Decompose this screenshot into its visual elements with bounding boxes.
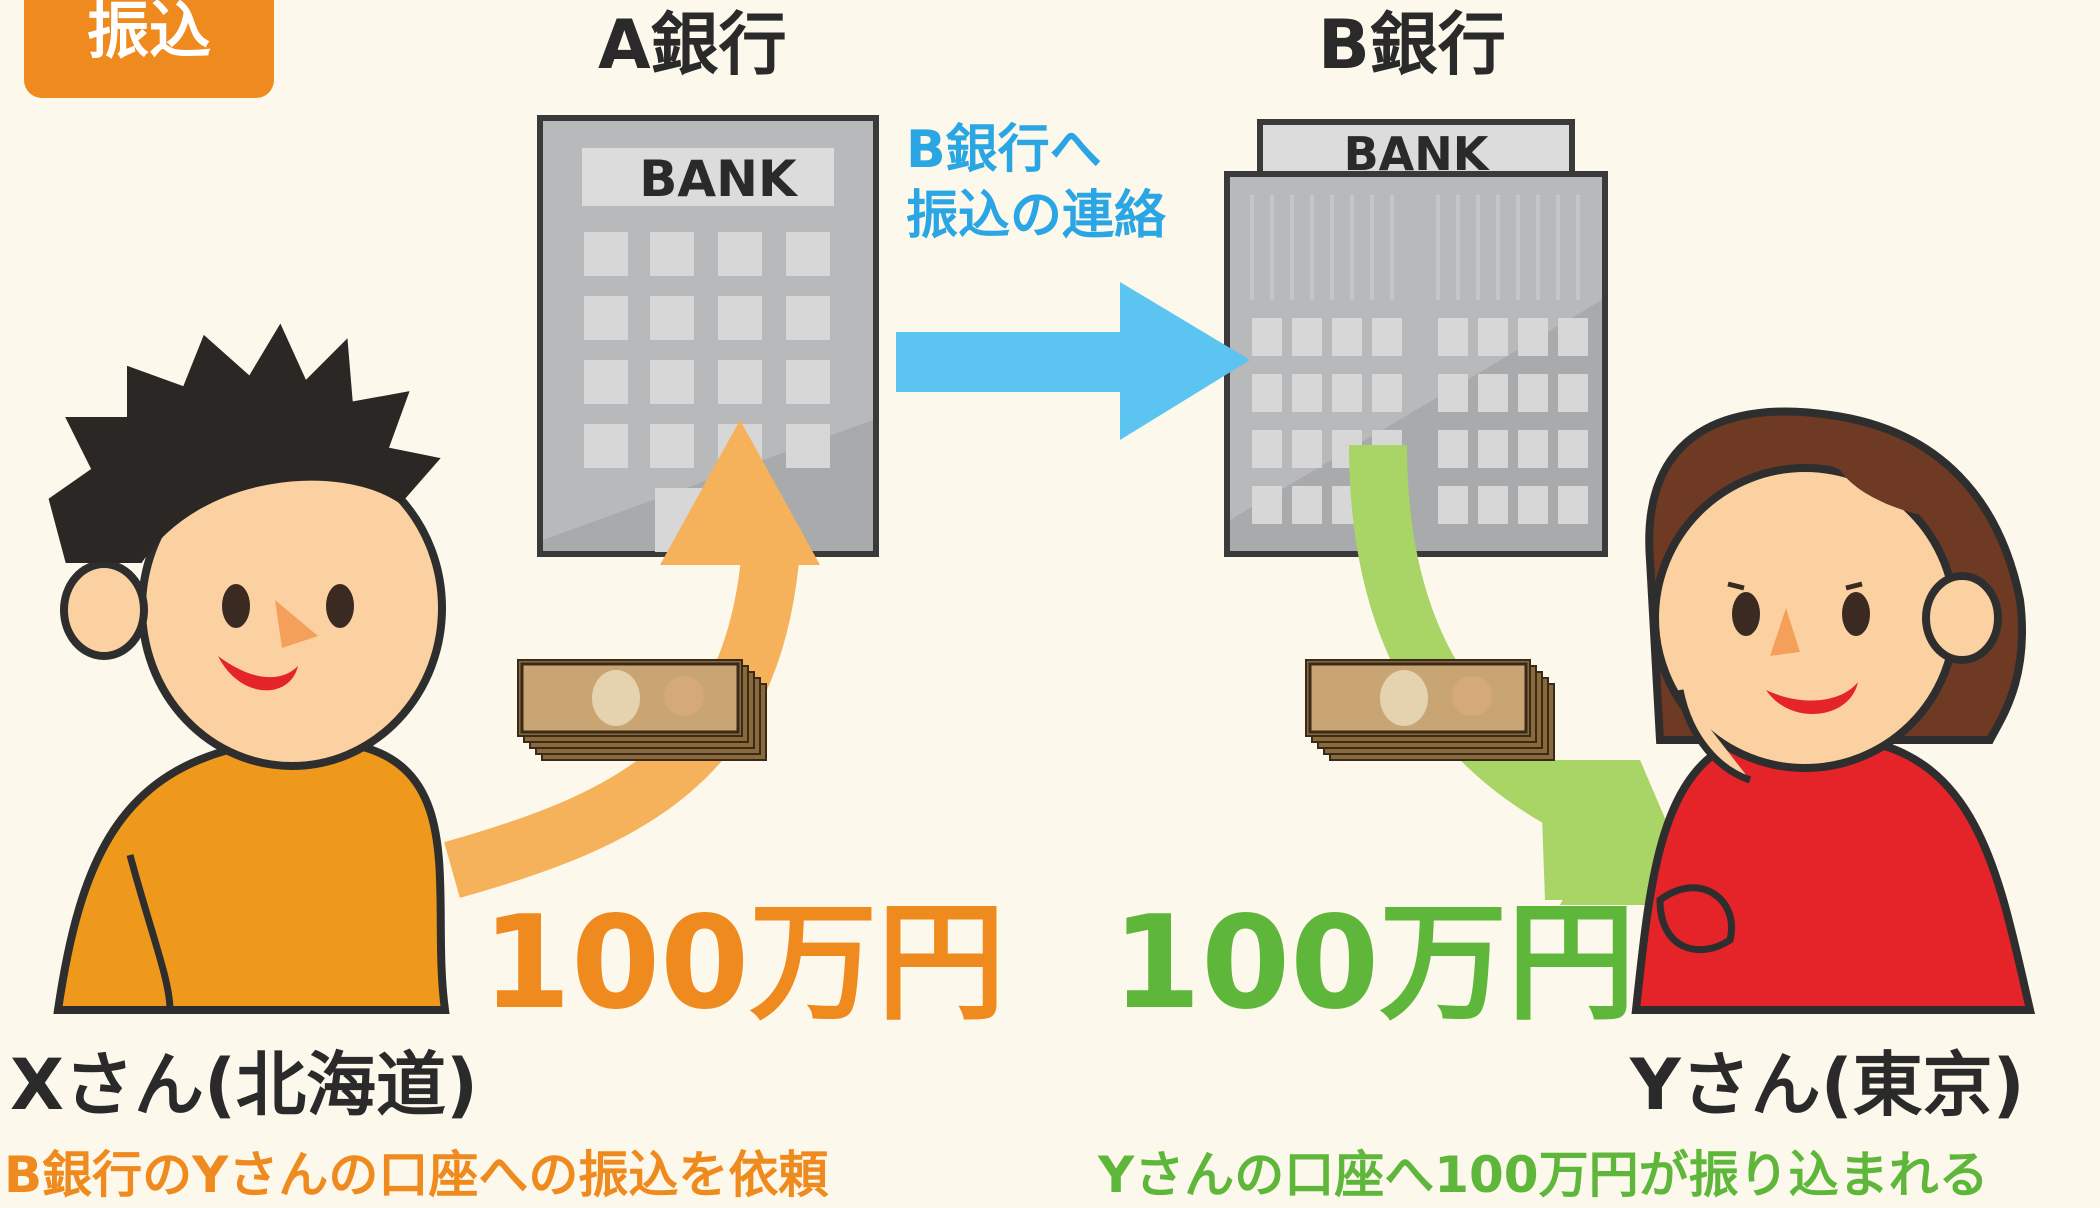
person-y-name: Yさん(東京) [1630, 1044, 2025, 1126]
person-y-caption: Yさんの口座へ100万円が振り込まれる [1098, 1146, 1989, 1204]
transfer-note-line1: B銀行へ [906, 120, 1102, 180]
transfer-note-line2: 振込の連絡 [906, 186, 1167, 246]
person-y-icon [1631, 407, 2036, 1014]
amount-receive: 100万円 [1112, 889, 1636, 1038]
person-x-name: Xさん(北海道) [10, 1044, 478, 1126]
bank-a-building-icon [537, 115, 879, 557]
deposit-arrow-icon [444, 420, 820, 898]
bank-a-sign: BANK [639, 150, 799, 208]
transfer-notice-arrow-icon [896, 282, 1250, 440]
bank-b-title: B銀行 [1318, 6, 1506, 85]
bank-b-building-icon [1224, 119, 1608, 557]
person-x-caption: B銀行のYさんの口座への振込を依頼 [4, 1146, 829, 1204]
bank-b-sign: BANK [1344, 127, 1491, 181]
person-x-icon [48, 323, 450, 1014]
section-tag: 振込 [24, 0, 274, 98]
banknote-stack-icon [517, 659, 767, 761]
amount-send: 100万円 [482, 889, 1006, 1038]
bank-a-title: A銀行 [598, 6, 787, 85]
banknote-stack-icon [1305, 659, 1555, 761]
